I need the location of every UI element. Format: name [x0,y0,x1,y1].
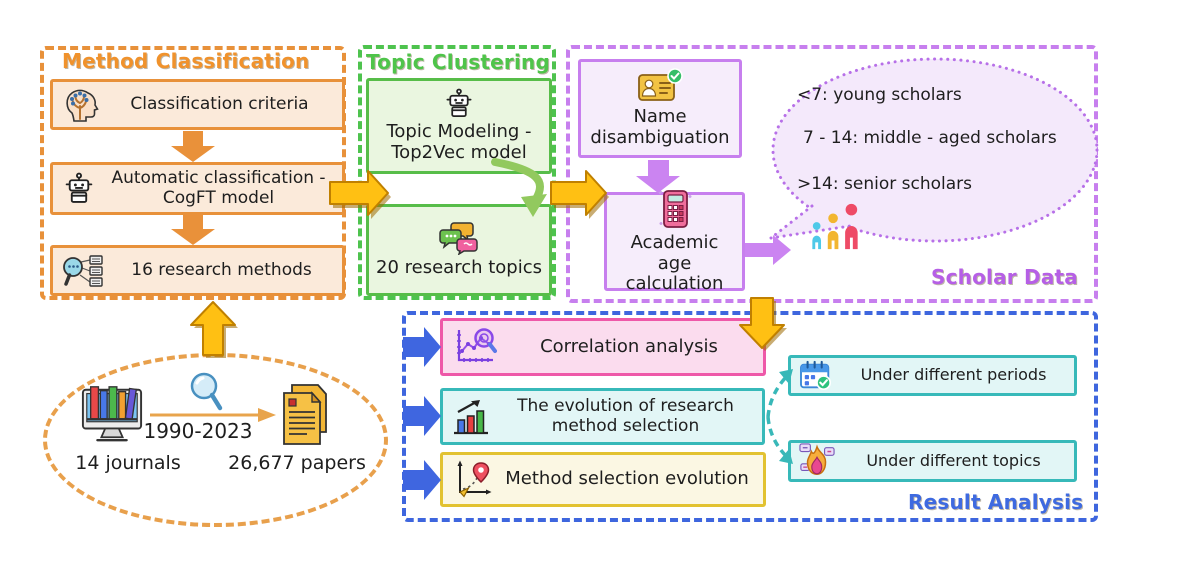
topic-clustering-title: Topic Clustering [366,50,550,74]
academic-age-label: Academic age calculation [625,232,724,295]
bar-growth-icon [451,398,491,436]
method-selection-evolution-box: Method selection evolution [440,452,766,507]
head-tree-icon [61,86,99,124]
chat-bubbles-icon [438,221,480,256]
research-methods-box: 16 research methods [50,245,345,296]
search-methods-icon [61,254,103,288]
automatic-classification-label: Automatic classification - CogFT model [111,168,326,208]
evolution-research-method-label: The evolution of research method selecti… [517,396,734,436]
name-disambiguation-label: Name disambiguation [590,106,730,148]
papers-icon [278,382,332,448]
topic-modeling-label: Topic Modeling - Top2Vec model [386,121,532,163]
age-legend-middle: 7 - 14: middle - aged scholars [803,128,1057,148]
under-different-periods-box: Under different periods [788,355,1077,396]
research-topics-label: 20 research topics [376,257,542,279]
correlation-analysis-box: Correlation analysis [440,318,766,376]
robot-icon [61,172,97,205]
time-range-label: 1990-2023 [143,419,253,443]
research-methods-label: 16 research methods [131,259,312,280]
calendar-check-icon [799,360,835,392]
method-classification-title: Method Classification [62,49,310,73]
id-card-check-icon [637,68,683,104]
papers-count-label: 26,677 papers [228,452,366,474]
journal-library-icon [80,381,144,445]
trending-topics-icon [799,443,835,479]
journals-count-label: 14 journals [75,452,181,474]
pin-axis-icon [451,459,493,501]
arrow-source-to-method [190,301,238,358]
magnifier-icon [188,370,224,414]
under-different-periods-label: Under different periods [860,365,1047,385]
robot-icon [442,88,476,119]
calculator-icon [656,188,694,230]
correlation-chart-icon [451,326,497,368]
age-legend-young: <7: young scholars [797,85,962,105]
evolution-research-method-box: The evolution of research method selecti… [440,388,765,445]
classification-criteria-label: Classification criteria [130,93,309,114]
age-legend-senior: >14: senior scholars [797,174,972,194]
result-analysis-title: Result Analysis [908,490,1084,514]
under-different-topics-label: Under different topics [866,450,1041,470]
classification-criteria-box: Classification criteria [50,79,345,130]
scholar-data-title: Scholar Data [931,265,1078,289]
name-disambiguation-box: Name disambiguation [578,59,742,158]
under-different-topics-box: Under different topics [788,440,1077,482]
automatic-classification-box: Automatic classification - CogFT model [50,162,345,215]
academic-age-box: Academic age calculation [604,190,745,294]
correlation-analysis-label: Correlation analysis [540,335,718,357]
scholars-people-icon [808,202,862,252]
topic-modeling-box: Topic Modeling - Top2Vec model [366,78,552,174]
method-selection-evolution-label: Method selection evolution [505,468,749,490]
research-topics-box: 20 research topics [366,204,552,296]
